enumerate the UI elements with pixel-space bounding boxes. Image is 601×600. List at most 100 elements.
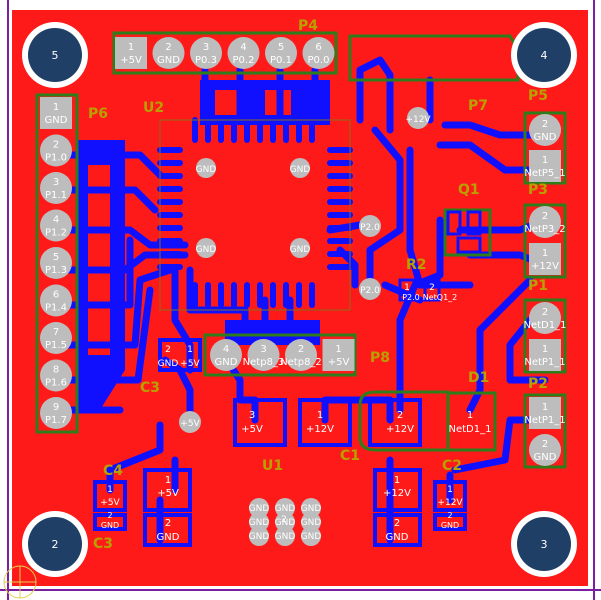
- header-pin: 1+5V: [115, 37, 147, 69]
- pin-pad: [152, 37, 185, 69]
- pin-net: NetP1_1: [524, 415, 565, 426]
- pin-pad: [529, 339, 561, 371]
- c2-label: C2: [442, 458, 462, 474]
- c1-pad1-net: NetD1_1: [449, 424, 492, 435]
- pin-pad: [40, 397, 72, 429]
- pin-number: 7: [53, 327, 59, 338]
- u1-gnd-via: [249, 512, 269, 532]
- pin-net: P0.3: [195, 55, 217, 66]
- pin-number: 1: [335, 344, 341, 355]
- u1-gnd-via-label: GND: [249, 518, 270, 528]
- header-pin: 9P1.7: [40, 397, 72, 429]
- pin-pad: [529, 302, 561, 334]
- p8-label: P8: [370, 350, 390, 366]
- c3-top-label: C3: [140, 380, 160, 396]
- u1-gnd-via: [301, 498, 321, 518]
- header-pin: 2P1.0: [40, 134, 72, 167]
- c2s-pad1-net: +12V: [437, 498, 463, 508]
- pin-pad: [285, 339, 317, 371]
- c3-bottom-label: C3: [93, 536, 113, 552]
- pin-number: 2: [542, 439, 548, 450]
- d1-label: D1: [468, 370, 489, 386]
- pin-number: 5: [278, 42, 284, 53]
- designator-labels: P4 U2 P6 P7 P5 P3 Q1 R2 P1 P8 C3 D1 C1 U…: [88, 18, 548, 552]
- pin-net: P1.4: [45, 303, 67, 314]
- pin-pad: [529, 206, 561, 238]
- pin-pad: [302, 37, 335, 69]
- u1-gnd-via-label: GND: [275, 504, 296, 514]
- pin-number: 1: [128, 42, 134, 53]
- mounting-hole-label: 3: [541, 538, 548, 551]
- pin-net: NetP5_1: [524, 168, 565, 179]
- pin-net: NetP3_2: [524, 224, 565, 235]
- u1-pad3-net: +5V: [241, 424, 263, 435]
- c4b-pad2-num: 2: [165, 518, 171, 529]
- u1-gnd-via: [275, 512, 295, 532]
- q1-pads: [446, 210, 482, 254]
- pin-number: 4: [223, 344, 229, 355]
- u1-gnd-via: [275, 526, 295, 546]
- pin-number: 4: [240, 42, 246, 53]
- u2-gnd-1: GND: [196, 165, 217, 175]
- signal-vias: P2.0 P2.0 +12V +5V: [179, 107, 431, 433]
- pin-number: 5: [53, 252, 59, 263]
- pin-pad: [322, 339, 355, 371]
- pin-number: 2: [53, 140, 59, 151]
- u2-gnd-3: GND: [196, 245, 217, 255]
- mounting-hole: [28, 517, 82, 571]
- c2s-pad2-net: GND: [441, 521, 459, 530]
- u1-gnd-via-label: GND: [301, 504, 322, 514]
- c2b-pad1-net: +12V: [383, 488, 411, 499]
- pin-number: 2: [542, 119, 548, 130]
- c2b-pad2-net: GND: [386, 532, 409, 543]
- via-plus12v: +12V: [405, 115, 431, 125]
- r2-pad2-net: NetQ1_2: [423, 293, 458, 302]
- pin-net: P1.1: [45, 190, 67, 201]
- u1-pad1-num: 1: [317, 410, 323, 421]
- header-pin: 6P0.0: [302, 37, 335, 69]
- u2-ic-pads: [157, 117, 353, 308]
- u1-gnd-via-label: GND: [275, 532, 296, 542]
- pin-pad: [40, 172, 72, 204]
- u1-gnd-via-label: GND: [249, 504, 270, 514]
- pin-net: NetP1_1: [524, 357, 565, 368]
- pin-net: GND: [157, 55, 180, 66]
- header-pins: 1+5V2GND3P0.34P0.25P0.16P0.01GND2P1.03P1…: [40, 37, 566, 466]
- header-pin: 4P1.2: [40, 209, 72, 242]
- pin-number: 3: [203, 42, 209, 53]
- pin-pad: [529, 434, 561, 466]
- pin-number: 2: [165, 42, 171, 53]
- pin-pad: [40, 322, 72, 354]
- u2-gnd-4: GND: [290, 245, 311, 255]
- pin-pad: [40, 97, 72, 129]
- pin-net: +5V: [120, 55, 142, 66]
- r2-pad1-net: P2.0: [402, 293, 420, 302]
- pin-number: 3: [53, 177, 59, 188]
- c3-top-pad1-num: 2: [165, 345, 171, 355]
- c3-top-pads: 2 GND 1 +5V: [158, 345, 201, 369]
- p5-label: P5: [528, 88, 548, 104]
- pin-number: 2: [542, 211, 548, 222]
- pin-net: P0.0: [308, 55, 330, 66]
- u2-gnd-vias: GND GND GND GND: [196, 158, 311, 258]
- pin-net: P1.3: [45, 265, 67, 276]
- p1-label: P1: [528, 278, 548, 294]
- p4-label: P4: [298, 18, 318, 34]
- u1-gnd-via: [301, 526, 321, 546]
- pin-pad: [265, 37, 297, 69]
- bottom-cap-pads: 1 +5V 2 GND 1 +12V 2 GND 1 +5V 2 GND 1 +…: [100, 475, 463, 543]
- pin-net: P0.1: [270, 55, 292, 66]
- u1-gnd-via-label: GND: [301, 532, 322, 542]
- pin-pad: [40, 247, 72, 279]
- header-pin: 3P1.1: [40, 172, 72, 204]
- via-p20-a: P2.0: [360, 223, 380, 233]
- p3-label: P3: [528, 182, 548, 198]
- u1-label: U1: [262, 458, 283, 474]
- pin-net: P1.0: [45, 153, 67, 164]
- u1-center-label: 2: [281, 515, 287, 525]
